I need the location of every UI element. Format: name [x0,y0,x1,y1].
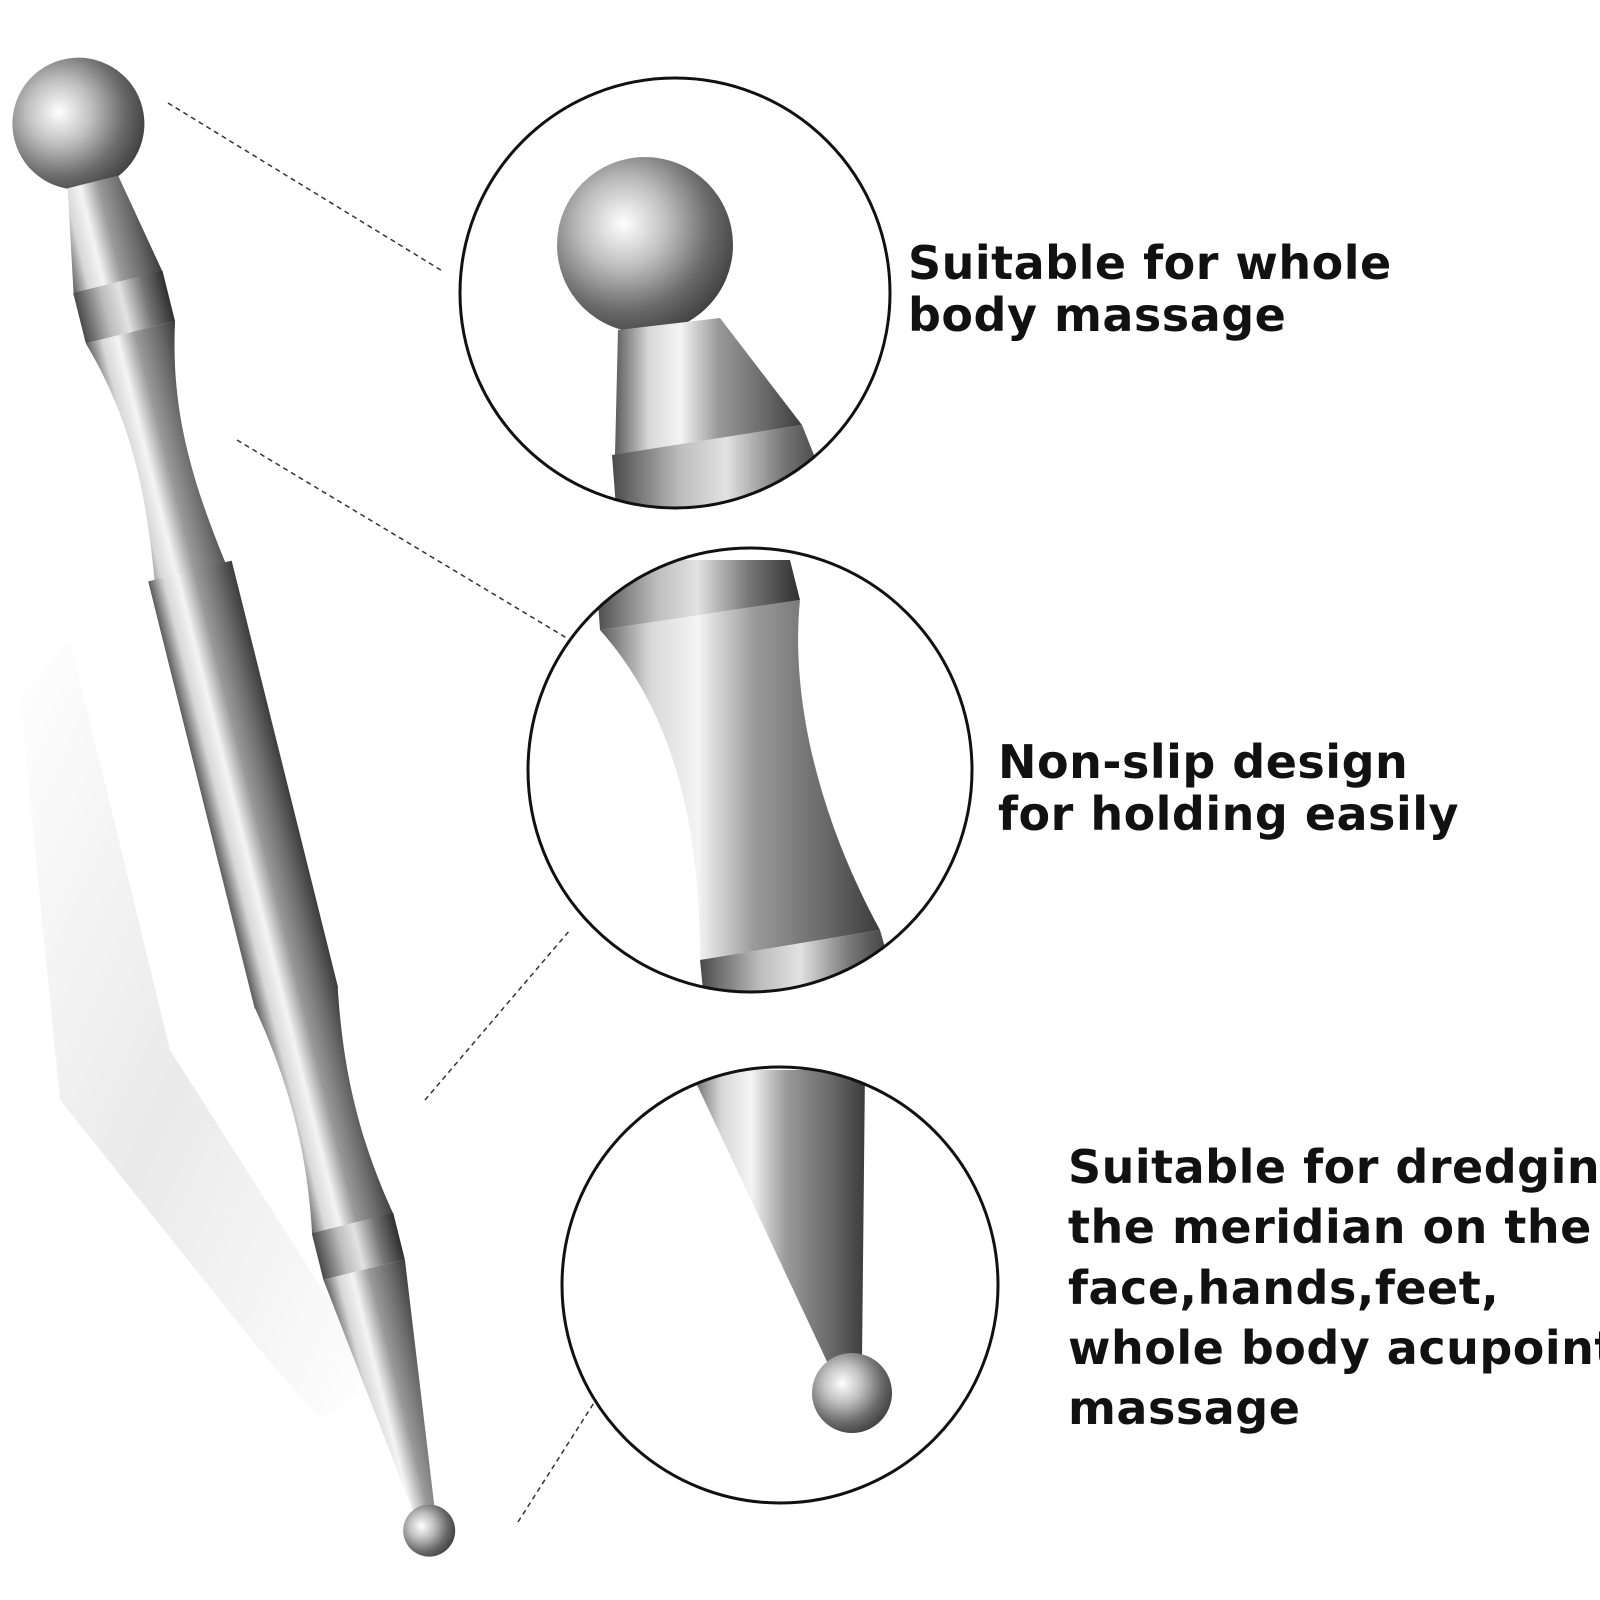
caption-non-slip-design: Non-slip design for holding easily [998,735,1459,841]
detail-circle-tip [560,1065,1000,1505]
pen-tip-cone [323,1259,436,1519]
detail-circle-grip [526,546,974,994]
caption-line: body massage [908,287,1287,342]
pen-ball-end [12,57,145,190]
caption-line: Suitable for whole [908,236,1392,290]
caption-line: the meridian on the [1068,1200,1592,1255]
massage-pen [12,57,456,1557]
detail-grip-waist [600,600,880,960]
pen-collar [73,270,176,344]
pen-lower-grip [254,985,394,1236]
caption-line: whole body acupoint [1068,1320,1600,1375]
detail-tip-cone [690,1070,865,1368]
caption-line: Suitable for dredging [1068,1140,1600,1194]
detail-circle-ball-end [458,76,892,510]
caption-meridian-dredging: Suitable for dredging the meridian on th… [1068,1137,1600,1438]
caption-whole-body-massage: Suitable for whole body massage [908,236,1392,342]
pen-neck [67,175,163,295]
leader-line-tip [517,1361,621,1523]
pen-shadow [20,640,380,1420]
detail-ball [557,157,733,333]
detail-collar [612,425,840,508]
caption-line: massage [1068,1381,1301,1435]
pen-grip [85,321,227,584]
detail-neck [615,318,802,455]
caption-line: for holding easily [998,786,1459,841]
leader-line-ball [167,102,445,273]
pen-tip-ball [403,1504,456,1557]
caption-line: face,hands,feet, [1068,1260,1500,1315]
leader-line-grip [236,439,571,641]
pen-lower-collar [311,1212,405,1280]
detail-grip-top [595,560,800,630]
detail-tip-ball [812,1353,892,1433]
pen-body [148,560,339,1009]
caption-line: Non-slip design [998,735,1409,789]
leader-line-grip-lower [424,929,571,1101]
leader-lines [167,102,621,1523]
